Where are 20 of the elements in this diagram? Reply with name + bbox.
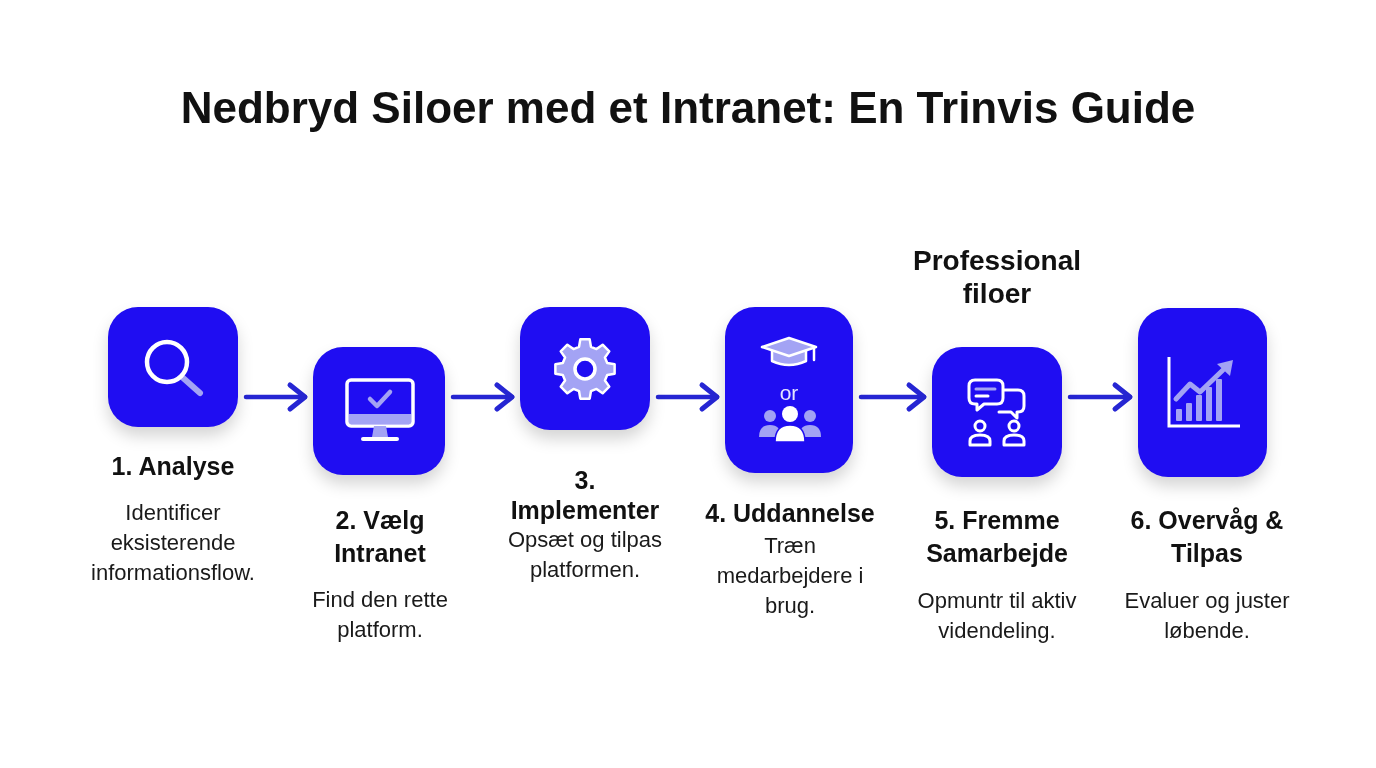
- diagram-title: Nedbryd Siloer med et Intranet: En Trinvis Guide: [180, 82, 1196, 134]
- arrow: [243, 382, 308, 412]
- step-description: Find den rette platform.: [311, 586, 449, 644]
- arrow: [858, 382, 927, 412]
- step-title: 5. Fremme Samarbejde: [925, 504, 1069, 569]
- step-description: Evaluer og juster løbende.: [1123, 587, 1291, 645]
- arrow: [1067, 382, 1133, 412]
- step-title: 6. Overvåg & Tilpas: [1129, 504, 1285, 569]
- step-description: Opsæt og tilpas platformen.: [506, 526, 664, 584]
- floating-heading: Professional filoer: [911, 243, 1083, 310]
- step-title: 4. Uddannelse: [704, 497, 876, 529]
- step-description: Træn medarbejdere i brug.: [715, 532, 865, 620]
- step-title: 2. Vælg Intranet: [333, 504, 427, 569]
- step-title: 3. Implementer: [509, 465, 661, 525]
- arrow: [655, 382, 720, 412]
- or-label: or: [778, 381, 800, 405]
- step-title: 1. Analyse: [110, 450, 236, 482]
- step-description: Identificer eksisterende informationsflow.: [90, 499, 256, 587]
- step-description: Opmuntr til aktiv videndeling.: [916, 587, 1078, 645]
- arrow: [450, 382, 515, 412]
